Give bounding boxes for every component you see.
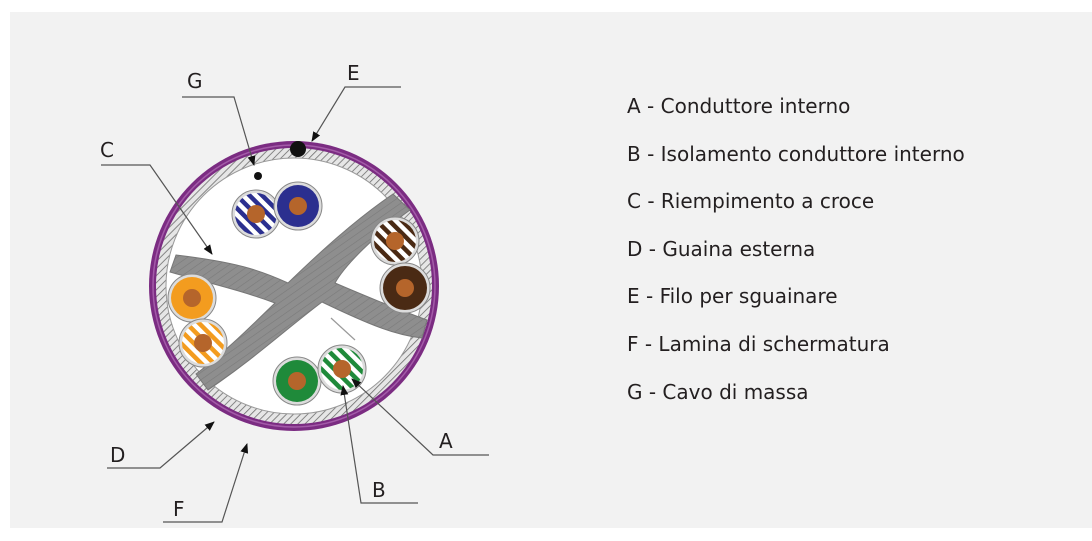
legend-item-g: G - Cavo di massa xyxy=(627,379,809,404)
legend-list: A - Conduttore interno B - Isolamento co… xyxy=(627,86,965,419)
drain-wire xyxy=(254,172,262,180)
legend-item-e: E - Filo per sguainare xyxy=(627,284,838,309)
legend-item-b: B - Isolamento conduttore interno xyxy=(627,141,965,166)
leader-a xyxy=(351,378,489,456)
legend-item-f: F - Lamina di schermatura xyxy=(627,331,890,356)
leader-c xyxy=(101,164,213,255)
callout-d: D xyxy=(110,443,125,467)
leader-f xyxy=(163,443,249,523)
pair-blue xyxy=(231,181,323,239)
leader-e xyxy=(311,86,401,142)
callout-f: F xyxy=(173,497,185,521)
callout-a: A xyxy=(439,429,453,453)
legend-item-c: C - Riempimento a croce xyxy=(627,189,875,214)
callout-c: C xyxy=(100,138,114,162)
callout-b: B xyxy=(372,478,386,502)
rip-cord xyxy=(290,141,306,157)
cross-filler xyxy=(169,193,428,391)
leader-d xyxy=(107,421,215,469)
callout-g: G xyxy=(187,69,203,93)
leader-b xyxy=(340,385,418,504)
legend-item-d: D - Guaina esterna xyxy=(627,236,816,261)
pair-brown xyxy=(370,216,431,314)
callout-e: E xyxy=(347,61,360,85)
legend-item-a: A - Conduttore interno xyxy=(627,94,851,118)
leader-g xyxy=(182,96,256,166)
pair-orange xyxy=(167,273,228,368)
